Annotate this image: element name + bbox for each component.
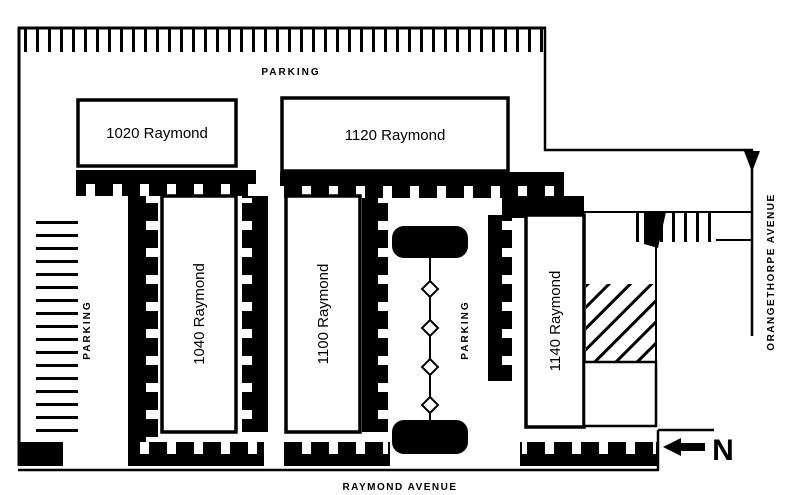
strip-above-1140 (502, 196, 584, 218)
diamond-marker (420, 279, 440, 299)
strip-west-of-1040-notches (146, 172, 158, 466)
strip-south-of-1040-notches (130, 442, 262, 454)
labels: PARKING 1020 Raymond 1120 Raymond 1040 R… (82, 67, 777, 493)
building-1120 (280, 96, 510, 173)
diamond-marker (420, 357, 440, 377)
buildings (76, 96, 658, 434)
building-1100 (284, 194, 362, 434)
court-north-island (392, 226, 468, 258)
building-1140-label: 1140 Raymond (547, 271, 564, 372)
strip-between-1040-1100-notches (242, 198, 252, 430)
diamond-marker (420, 395, 440, 415)
diamond-marker (420, 318, 440, 338)
north-parking-stalls (19, 28, 545, 52)
west-parking-stalls (36, 214, 78, 432)
east-parking-stalls (628, 212, 716, 242)
strip-south-of-1100-notches (286, 442, 388, 454)
orangethorpe-avenue-label: ORANGETHORPE AVENUE (766, 193, 777, 350)
east-parking-island (644, 212, 666, 248)
center-parking-label: PARKING (460, 300, 471, 359)
north-arrow-icon (663, 438, 705, 456)
building-1040-label: 1040 Raymond (191, 263, 208, 365)
building-1140-wing (582, 360, 658, 428)
court-south-island (392, 420, 468, 454)
court-diamond-markers (420, 279, 440, 415)
strip-east-of-1100-notches (378, 198, 388, 430)
building-1040 (160, 194, 238, 434)
raymond-avenue-label: RAYMOND AVENUE (342, 482, 457, 493)
building-1020 (76, 98, 238, 168)
east-diagonal-parking-stalls (586, 284, 656, 366)
building-1020-label: 1020 Raymond (106, 125, 208, 142)
building-1140 (524, 213, 586, 429)
building-1100-label: 1100 Raymond (315, 264, 332, 365)
strip-under-1020-notches (76, 184, 256, 196)
building-1120-label: 1120 Raymond (345, 127, 446, 144)
north-parking-label: PARKING (261, 67, 320, 78)
north-compass-label: N (712, 434, 734, 467)
center-court (392, 226, 468, 454)
strip-west-of-1140-notches (502, 217, 512, 379)
strip-south-west-block (19, 442, 63, 466)
orangethorpe-entrance-arrow (744, 151, 760, 172)
carport-strips (19, 170, 658, 466)
west-parking-label: PARKING (82, 300, 93, 359)
strip-south-of-1140-notches (522, 442, 656, 454)
